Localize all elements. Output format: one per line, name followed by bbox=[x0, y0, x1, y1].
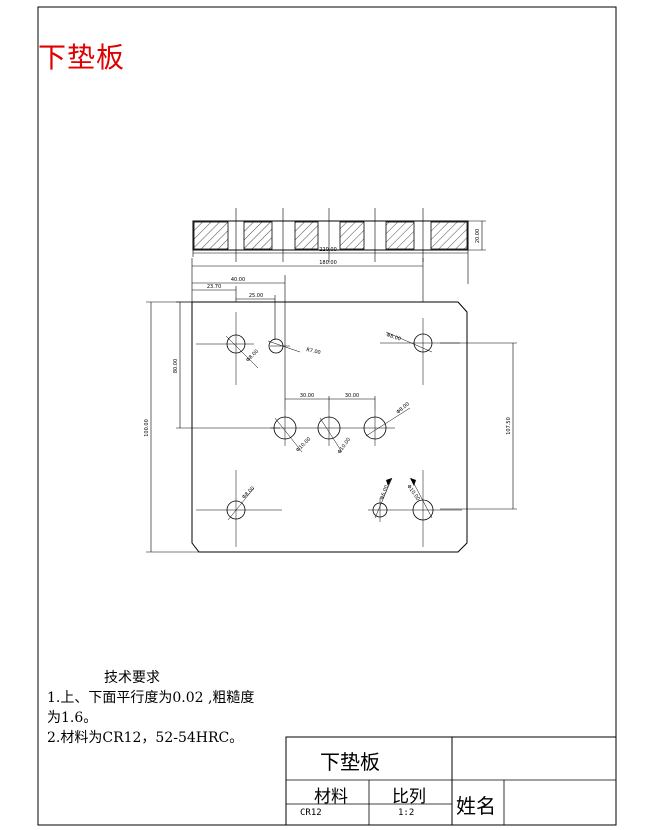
title-block-scale-label: 比列 bbox=[392, 787, 426, 807]
dim-107-50: 107.50 bbox=[506, 417, 512, 435]
section-view: 20.00 220.00 bbox=[192, 208, 486, 284]
title-block-scale-value: 1:2 bbox=[398, 808, 415, 818]
dim-23-70: 23.70 bbox=[207, 284, 221, 290]
hole-label-2: R7.00 bbox=[306, 347, 322, 356]
title-block-material-value: CR12 bbox=[300, 808, 322, 818]
dim-30-a: 30.00 bbox=[300, 393, 314, 399]
hole-label-4: Φ10.00 bbox=[295, 436, 312, 453]
drawing-title: 下垫板 bbox=[38, 41, 126, 74]
hole-label-7: Φ8.00 bbox=[241, 486, 256, 501]
dim-width-180: 180.00 bbox=[319, 260, 337, 266]
title-block-name-label: 姓名 bbox=[456, 794, 496, 818]
hole-label-5: Φ10.00 bbox=[337, 437, 352, 455]
notes-line-1: 1.上、下面平行度为0.02 ,粗糙度 bbox=[47, 690, 255, 706]
notes-line-3: 2.材料为CR12，52-54HRC。 bbox=[47, 730, 244, 746]
hole-label-3: Φ8.00 bbox=[385, 332, 401, 342]
dim-height-200: 100.00 bbox=[144, 419, 150, 437]
dim-40: 40.00 bbox=[231, 277, 245, 283]
dim-overall-width: 220.00 bbox=[319, 247, 337, 253]
notes-line-2: 为1.6。 bbox=[47, 710, 98, 726]
dim-section-height: 20.00 bbox=[475, 229, 481, 243]
plan-view: 180.00 40.00 23.70 25.00 100.00 80.00 10… bbox=[144, 258, 517, 553]
dim-25: 25.00 bbox=[249, 293, 263, 299]
title-block-part-name: 下垫板 bbox=[320, 750, 380, 774]
hole-label-1: Φ8.00 bbox=[245, 349, 260, 364]
title-block-material-label: 材料 bbox=[314, 787, 348, 807]
hole-label-9: Φ6.00 bbox=[379, 484, 390, 500]
notes-heading: 技术要求 bbox=[104, 670, 160, 686]
dim-30-b: 30.00 bbox=[345, 393, 359, 399]
hole-label-8: Φ10.00 bbox=[405, 484, 420, 502]
technical-requirements: 技术要求 1.上、下面平行度为0.02 ,粗糙度 为1.6。 2.材料为CR12… bbox=[47, 668, 297, 748]
title-block bbox=[285, 736, 617, 826]
dim-80: 80.00 bbox=[173, 359, 179, 373]
hole-label-6: Φ8.00 bbox=[395, 401, 410, 415]
